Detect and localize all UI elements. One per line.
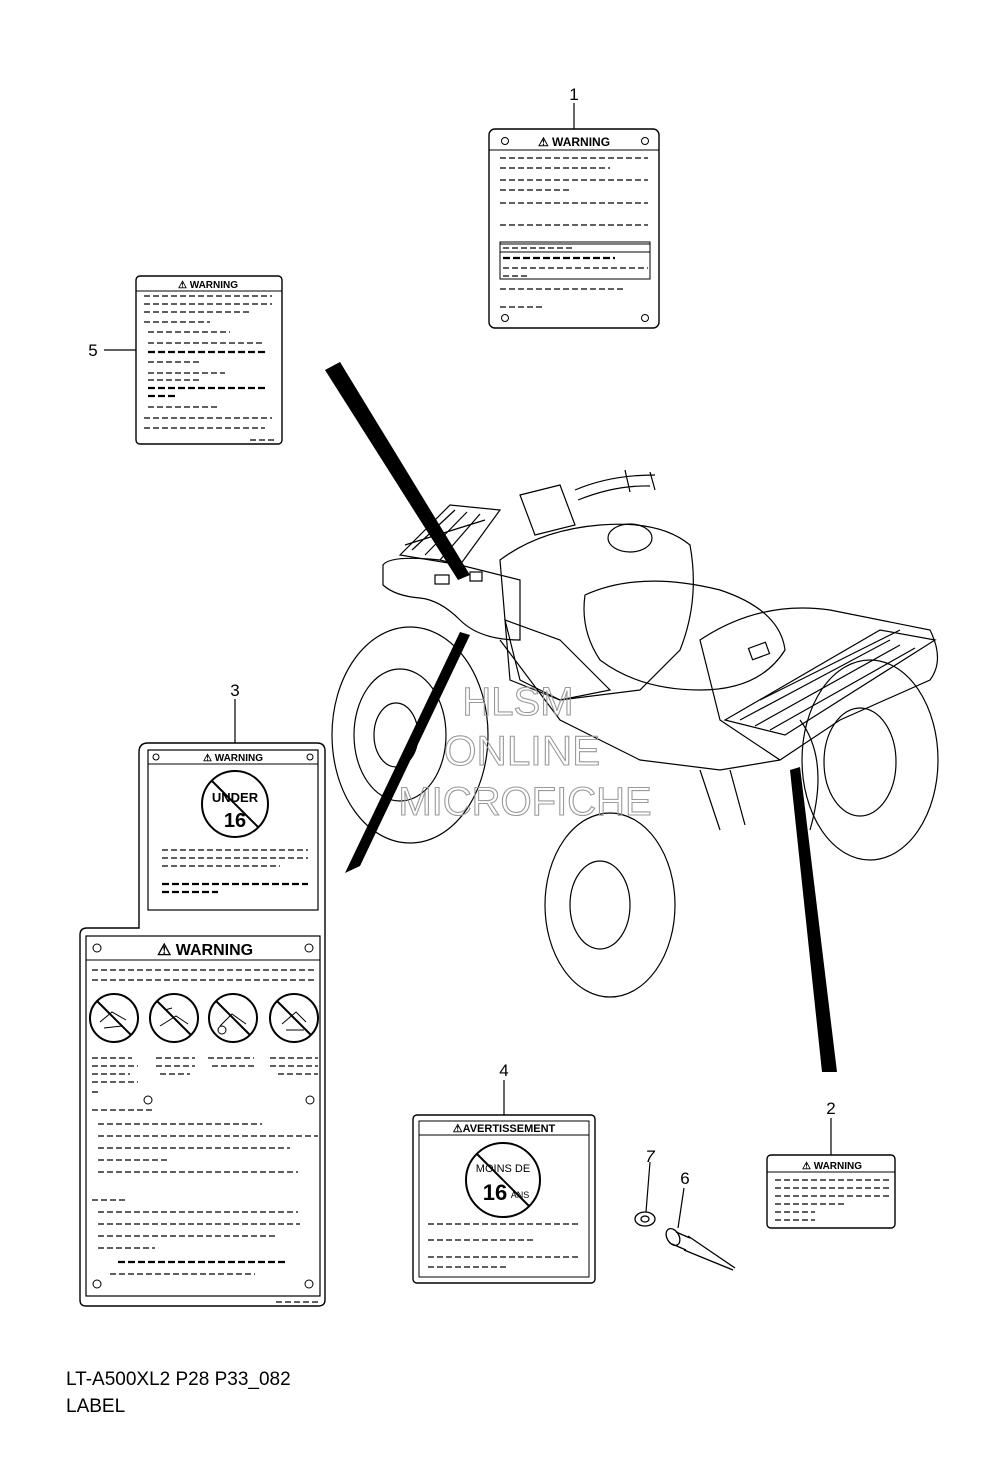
watermark-line-3: MICROFICHE — [398, 780, 651, 824]
label-5-title: WARNING — [190, 280, 239, 291]
leader-bars — [325, 362, 837, 1072]
part-6-rivet — [665, 1227, 736, 1271]
callout-numbers: 1 2 3 4 5 6 7 — [88, 85, 835, 1188]
callout-6: 6 — [680, 1169, 689, 1188]
callout-7: 7 — [645, 1147, 655, 1166]
part-7-washer — [634, 1211, 656, 1227]
watermark-line-1: HLSM — [462, 680, 573, 724]
callout-2: 2 — [826, 1099, 835, 1118]
watermark-line-2: ONLINE — [444, 727, 600, 774]
svg-text:⚠ WARNING: ⚠ WARNING — [157, 942, 253, 959]
label-4-title: AVERTISSEMENT — [463, 1123, 556, 1135]
svg-text:⚠ WARNING: ⚠ WARNING — [178, 280, 238, 291]
svg-text:⚠AVERTISSEMENT: ⚠AVERTISSEMENT — [453, 1123, 556, 1135]
label-2-title: WARNING — [814, 1161, 863, 1172]
diagram-title: LABEL — [66, 1396, 126, 1417]
label-4-pictogram-suffix: ANS — [511, 1190, 530, 1200]
label-3: ⚠ WARNING UNDER 16 ⚠ WARNING — [79, 742, 326, 1307]
label-3-pictogram-number: 16 — [224, 810, 246, 832]
callout-leaders — [104, 103, 832, 1229]
callout-5: 5 — [88, 341, 97, 360]
callout-4: 4 — [499, 1061, 508, 1080]
diagram-code: LT-A500XL2 P28 P33_082 — [66, 1369, 291, 1390]
label-1: ⚠ WARNING — [488, 128, 660, 329]
svg-text:⚠ WARNING: ⚠ WARNING — [802, 1161, 862, 1172]
atv-drawing — [331, 469, 939, 998]
label-3-lower-title: WARNING — [176, 942, 253, 959]
label-3-upper-title: WARNING — [215, 753, 264, 764]
callout-1: 1 — [569, 85, 578, 104]
svg-text:⚠ WARNING: ⚠ WARNING — [203, 753, 263, 764]
label-2: ⚠ WARNING — [766, 1154, 896, 1229]
label-4: ⚠AVERTISSEMENT MOINS DE 16 ANS — [412, 1114, 596, 1284]
label-3-pictogram-top: UNDER — [212, 790, 259, 805]
label-5: ⚠ WARNING — [135, 275, 283, 445]
label-1-title: WARNING — [552, 135, 610, 149]
label-4-pictogram-top: MOINS DE — [476, 1163, 530, 1175]
watermark: HLSM ONLINE MICROFICHE — [398, 679, 652, 824]
label-4-pictogram-number: 16 — [483, 1180, 507, 1205]
svg-text:⚠ WARNING: ⚠ WARNING — [538, 135, 610, 149]
callout-3: 3 — [230, 681, 239, 700]
